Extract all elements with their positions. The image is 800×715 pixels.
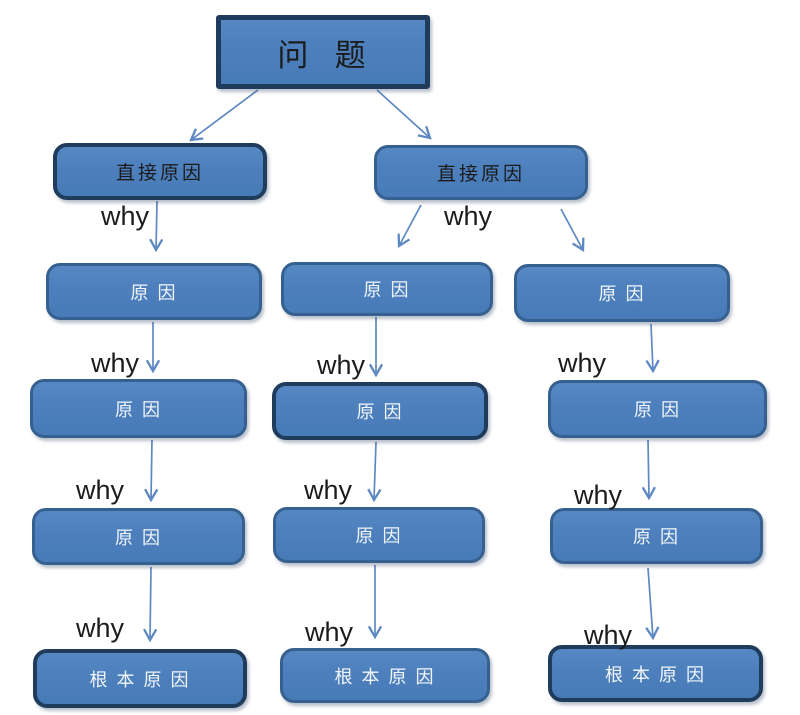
why-label: why xyxy=(558,348,607,378)
why-label: why xyxy=(91,348,140,378)
cause-node-col3-row2: 原 因 xyxy=(548,380,767,438)
arrow-c1r3-to-c1r4 xyxy=(143,566,158,643)
direct-cause-label-2: 直接原因 xyxy=(436,164,525,185)
arrow-direct2-to-c3r1 xyxy=(560,208,585,253)
cause-label: 原 因 xyxy=(363,280,411,300)
arrow-problem-to-direct-2 xyxy=(376,89,432,140)
root-cause-node-col3: 根 本 原 因 xyxy=(548,645,763,702)
cause-label: 原 因 xyxy=(114,527,162,548)
cause-node-col3-row3: 原 因 xyxy=(550,508,763,564)
arrow-c3r1-to-c3r2 xyxy=(645,323,660,374)
why-label: why xyxy=(317,350,366,380)
cause-label: 原 因 xyxy=(355,526,403,546)
root-cause-label: 根 本 原 因 xyxy=(334,666,436,687)
root-cause-node-col2: 根 本 原 因 xyxy=(280,648,490,703)
why-label: why xyxy=(305,617,354,647)
cause-node-col2-row3: 原 因 xyxy=(273,507,485,563)
arrow-direct2-to-c2r1 xyxy=(397,204,422,249)
arrow-direct1-to-c1r1 xyxy=(149,200,164,253)
cause-label: 原 因 xyxy=(356,402,404,422)
arrow-c1r2-to-c1r3 xyxy=(144,439,159,503)
root-cause-label: 根 本 原 因 xyxy=(89,669,191,690)
why-label: why xyxy=(584,620,633,650)
cause-node-col1-row1: 原 因 xyxy=(46,263,262,320)
why-label: why xyxy=(76,475,125,505)
cause-label: 原 因 xyxy=(633,400,681,420)
cause-label: 原 因 xyxy=(114,399,162,420)
arrow-c3r3-to-c3r4 xyxy=(645,567,660,641)
arrow-c3r2-to-c3r3 xyxy=(641,439,656,501)
cause-label: 原 因 xyxy=(598,284,646,304)
cause-node-col2-row2: 原 因 xyxy=(272,382,488,440)
direct-cause-node-2: 直接原因 xyxy=(374,145,588,200)
cause-node-col3-row1: 原 因 xyxy=(514,264,730,322)
why-label: why xyxy=(101,201,150,231)
direct-cause-label-1: 直接原因 xyxy=(115,163,204,184)
cause-label: 原 因 xyxy=(632,527,680,547)
arrow-problem-to-direct-1 xyxy=(189,89,259,142)
direct-cause-node-1: 直接原因 xyxy=(53,143,267,200)
why-label: why xyxy=(444,201,493,231)
cause-node-col2-row1: 原 因 xyxy=(281,262,493,316)
problem-node: 问 题 xyxy=(216,15,430,89)
problem-label: 问 题 xyxy=(277,37,369,73)
why-label: why xyxy=(574,480,623,510)
why-label: why xyxy=(304,475,353,505)
cause-label: 原 因 xyxy=(130,282,178,303)
cause-node-col1-row2: 原 因 xyxy=(30,379,247,438)
why-label: why xyxy=(76,613,125,643)
arrow-c2r2-to-c2r3 xyxy=(367,441,382,503)
cause-node-col1-row3: 原 因 xyxy=(32,508,245,565)
root-cause-node-col1: 根 本 原 因 xyxy=(33,649,247,708)
root-cause-label: 根 本 原 因 xyxy=(604,664,706,685)
